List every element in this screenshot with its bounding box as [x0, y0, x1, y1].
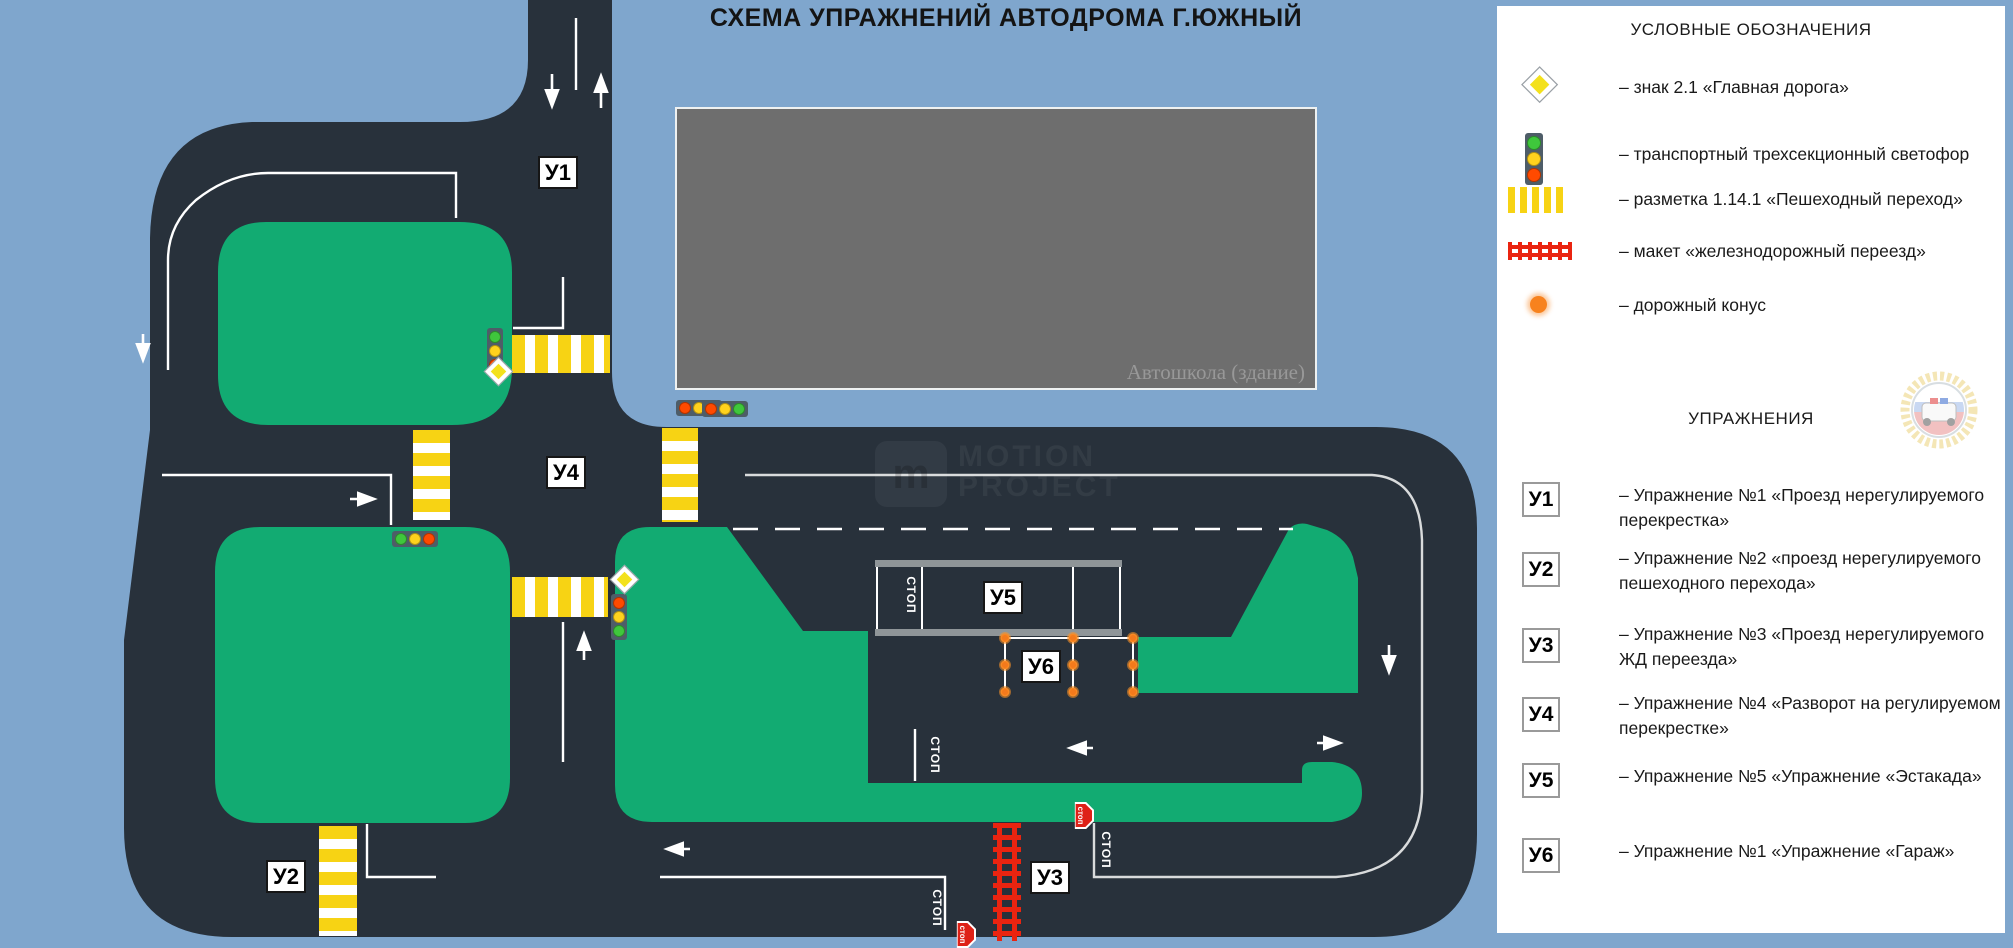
map-marker-u4: У4 [546, 456, 586, 489]
grass-island-east [1138, 523, 1358, 693]
crosswalk-u4-east [662, 428, 698, 522]
grass-island-southwest [215, 527, 510, 823]
crosswalk-u4-west [413, 430, 450, 520]
lane-line-northwest-loop [166, 171, 458, 370]
grass-island-northwest [218, 222, 512, 425]
building-label: Автошкола (здание) [1126, 360, 1305, 384]
legend-exercise-text: – Упражнение №5 «Упражнение «Эстакада» [1619, 766, 1982, 786]
stop-sign-icon: стоп [949, 921, 976, 948]
cone-icon [999, 686, 1011, 698]
traffic-light-icon [1525, 133, 1543, 185]
map-marker-u1: У1 [538, 156, 578, 189]
legend-symbol-text: – знак 2.1 «Главная дорога» [1619, 77, 1849, 97]
cone-icon [1067, 686, 1079, 698]
exercise-badge: У4 [1522, 697, 1560, 732]
crosswalk-u4-south [512, 577, 608, 617]
cone-icon [1067, 632, 1079, 644]
cone-icon [999, 632, 1011, 644]
legend-symbol-text: – транспортный трехсекционный светофор [1619, 144, 1970, 164]
exercise-badge: У1 [1522, 482, 1560, 517]
stop-pavement-marking: СТОП [904, 576, 918, 614]
cone-icon [1127, 659, 1139, 671]
legend-exercise-text: – Упражнение №2 «проезд нерегулируемого … [1619, 548, 1982, 593]
legend-symbol-text: – макет «железнодорожный переезд» [1619, 241, 1926, 261]
exercise-badge: У5 [1522, 763, 1560, 798]
map-marker-u5: У5 [983, 581, 1023, 614]
traffic-light-icon [611, 594, 627, 640]
stop-sign-icon: стоп [1067, 802, 1094, 829]
legend-exercise-text: – Упражнение №1 «Упражнение «Гараж» [1619, 841, 1955, 861]
map-marker-u2: У2 [266, 860, 306, 893]
watermark-line1: MOTION [958, 440, 1096, 473]
traffic-police-emblem [1900, 371, 1978, 449]
stop-line-rail-west [660, 875, 947, 930]
stop-pavement-marking: СТОП [1099, 831, 1113, 869]
crosswalk-u2 [319, 826, 357, 936]
crosswalk-u1 [512, 335, 610, 373]
stop-sign-text: стоп [1076, 806, 1085, 825]
lane-line-east-loop [745, 473, 1424, 879]
watermark-line2: PROJECT [958, 470, 1121, 503]
legend-exercises-title: УПРАЖНЕНИЯ [1688, 409, 1814, 428]
stop-line-u2 [365, 824, 436, 879]
exercise-badge: У3 [1522, 628, 1560, 663]
exercise-badge: У2 [1522, 552, 1560, 587]
cone-icon [1067, 659, 1079, 671]
road-network [124, 0, 1477, 937]
legend-panel: УСЛОВНЫЕ ОБОЗНАЧЕНИЯ – знак 2.1 «Главная… [1497, 6, 2005, 933]
overpass-rail-bottom [875, 629, 1122, 636]
railway-crossing-u3 [993, 823, 1021, 941]
traffic-cone-icon [1530, 296, 1547, 313]
stop-line-u1 [513, 277, 565, 330]
legend-symbol-text: – дорожный конус [1619, 295, 1766, 315]
overpass-u5 [875, 560, 1122, 636]
watermark-logo: m [875, 441, 947, 507]
main-road-sign-icon [609, 564, 639, 594]
stop-pavement-marking: СТОП [930, 889, 944, 927]
legend-exercise-text: – Упражнение №1 «Проезд нерегулируемого … [1619, 485, 1985, 530]
cone-icon [999, 659, 1011, 671]
traffic-light-icon [702, 401, 748, 417]
railway-crossing-icon [1508, 242, 1572, 260]
driving-school-building [675, 107, 1317, 390]
overpass-rail-top [875, 560, 1122, 567]
exercise-badge: У6 [1522, 838, 1560, 873]
legend-exercise-text: – Упражнение №4 «Разворот на регулируемо… [1619, 693, 2001, 738]
legend-symbols-title: УСЛОВНЫЕ ОБОЗНАЧЕНИЯ [1630, 20, 1872, 39]
page-title: СХЕМА УПРАЖНЕНИЙ АВТОДРОМА Г.ЮЖНЫЙ [709, 4, 1303, 32]
cone-icon [1127, 686, 1139, 698]
crosswalk-marking-icon [1508, 187, 1568, 213]
main-road-sign-icon [483, 356, 513, 386]
stop-pavement-marking: СТОП [928, 736, 942, 774]
cone-icon [1127, 632, 1139, 644]
map-marker-u6: У6 [1021, 650, 1061, 683]
stop-sign-text: стоп [958, 925, 967, 944]
grass-island-central [615, 527, 1362, 822]
lane-line-u4-west [162, 473, 393, 525]
main-road-sign-icon [1520, 65, 1558, 103]
legend-exercise-text: – Упражнение №3 «Проезд нерегулируемого … [1619, 624, 1985, 669]
legend-symbol-text: – разметка 1.14.1 «Пешеходный переход» [1619, 189, 1963, 209]
traffic-light-icon [392, 531, 438, 547]
traffic-cones [999, 632, 1139, 698]
map-marker-u3: У3 [1030, 861, 1070, 894]
watermark-text: MOTION PROJECT [958, 442, 1121, 502]
